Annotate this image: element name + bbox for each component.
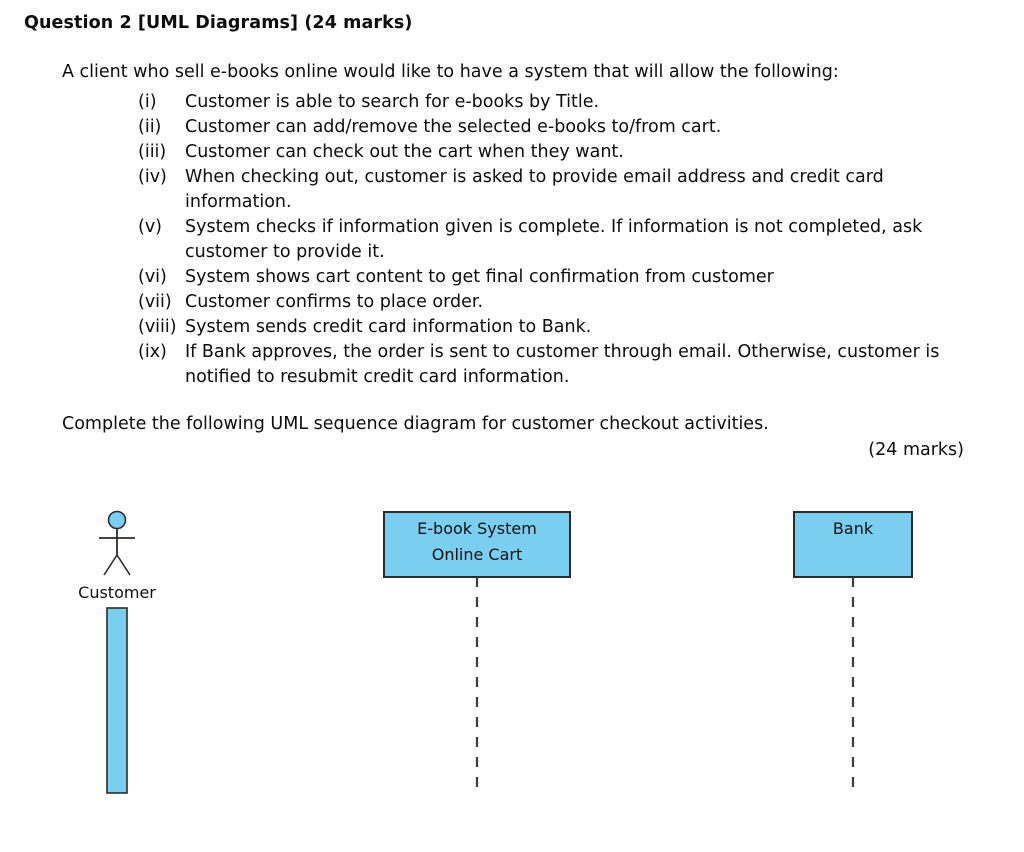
page-title: Question 2 [UML Diagrams] (24 marks): [24, 13, 413, 33]
participant-bank: Bank: [793, 511, 913, 793]
list-item-text: System sends credit card information to …: [185, 317, 592, 337]
instruction-paragraph: Complete the following UML sequence diag…: [62, 414, 769, 434]
list-item: (ii) Customer can add/remove the selecte…: [138, 115, 968, 140]
list-item-text: Customer can add/remove the selected e-b…: [185, 117, 722, 137]
list-item-marker: (vi): [138, 267, 167, 287]
list-item-marker: (vii): [138, 292, 172, 312]
list-item: (viii) System sends credit card informat…: [138, 315, 968, 340]
requirements-list: (i) Customer is able to search for e-boo…: [138, 90, 968, 390]
list-item-text: System checks if information given is co…: [185, 217, 923, 262]
actor-left-leg-icon: [103, 554, 118, 576]
participant-label-line2: Online Cart: [432, 545, 523, 564]
actor-customer: [99, 510, 135, 576]
list-item-text: System shows cart content to get final c…: [185, 267, 774, 287]
list-item: (vii) Customer confirms to place order.: [138, 290, 968, 315]
marks-label: (24 marks): [868, 440, 964, 460]
participant-label-line1: Bank: [833, 519, 874, 538]
list-item-marker: (i): [138, 92, 157, 112]
actor-right-leg-icon: [116, 554, 131, 576]
list-item-marker: (ix): [138, 342, 167, 362]
participant-label-line1: E-book System: [417, 519, 537, 538]
list-item-marker: (ii): [138, 117, 162, 137]
list-item: (i) Customer is able to search for e-boo…: [138, 90, 968, 115]
list-item: (vi) System shows cart content to get fi…: [138, 265, 968, 290]
list-item-marker: (iii): [138, 142, 167, 162]
list-item-text: Customer confirms to place order.: [185, 292, 484, 312]
actor-head-icon: [107, 510, 127, 530]
list-item: (iii) Customer can check out the cart wh…: [138, 140, 968, 165]
list-item-text: If Bank approves, the order is sent to c…: [185, 342, 940, 387]
activation-bar-customer: [106, 607, 128, 794]
intro-paragraph: A client who sell e-books online would l…: [62, 62, 839, 82]
list-item-text: Customer can check out the cart when the…: [185, 142, 624, 162]
list-item-text: Customer is able to search for e-books b…: [185, 92, 600, 112]
list-item: (ix) If Bank approves, the order is sent…: [138, 340, 968, 390]
uml-sequence-diagram: Customer E-book System Online Cart Bank: [0, 490, 1024, 830]
list-item-marker: (v): [138, 217, 163, 237]
list-item: (iv) When checking out, customer is aske…: [138, 165, 968, 215]
actor-customer-label: Customer: [78, 583, 156, 602]
list-item: (v) System checks if information given i…: [138, 215, 968, 265]
participant-ebook-system: E-book System Online Cart: [383, 511, 571, 793]
list-item-marker: (viii): [138, 317, 177, 337]
list-item-text: When checking out, customer is asked to …: [185, 167, 884, 212]
list-item-marker: (iv): [138, 167, 167, 187]
participant-box-ebook-system: [383, 511, 571, 578]
